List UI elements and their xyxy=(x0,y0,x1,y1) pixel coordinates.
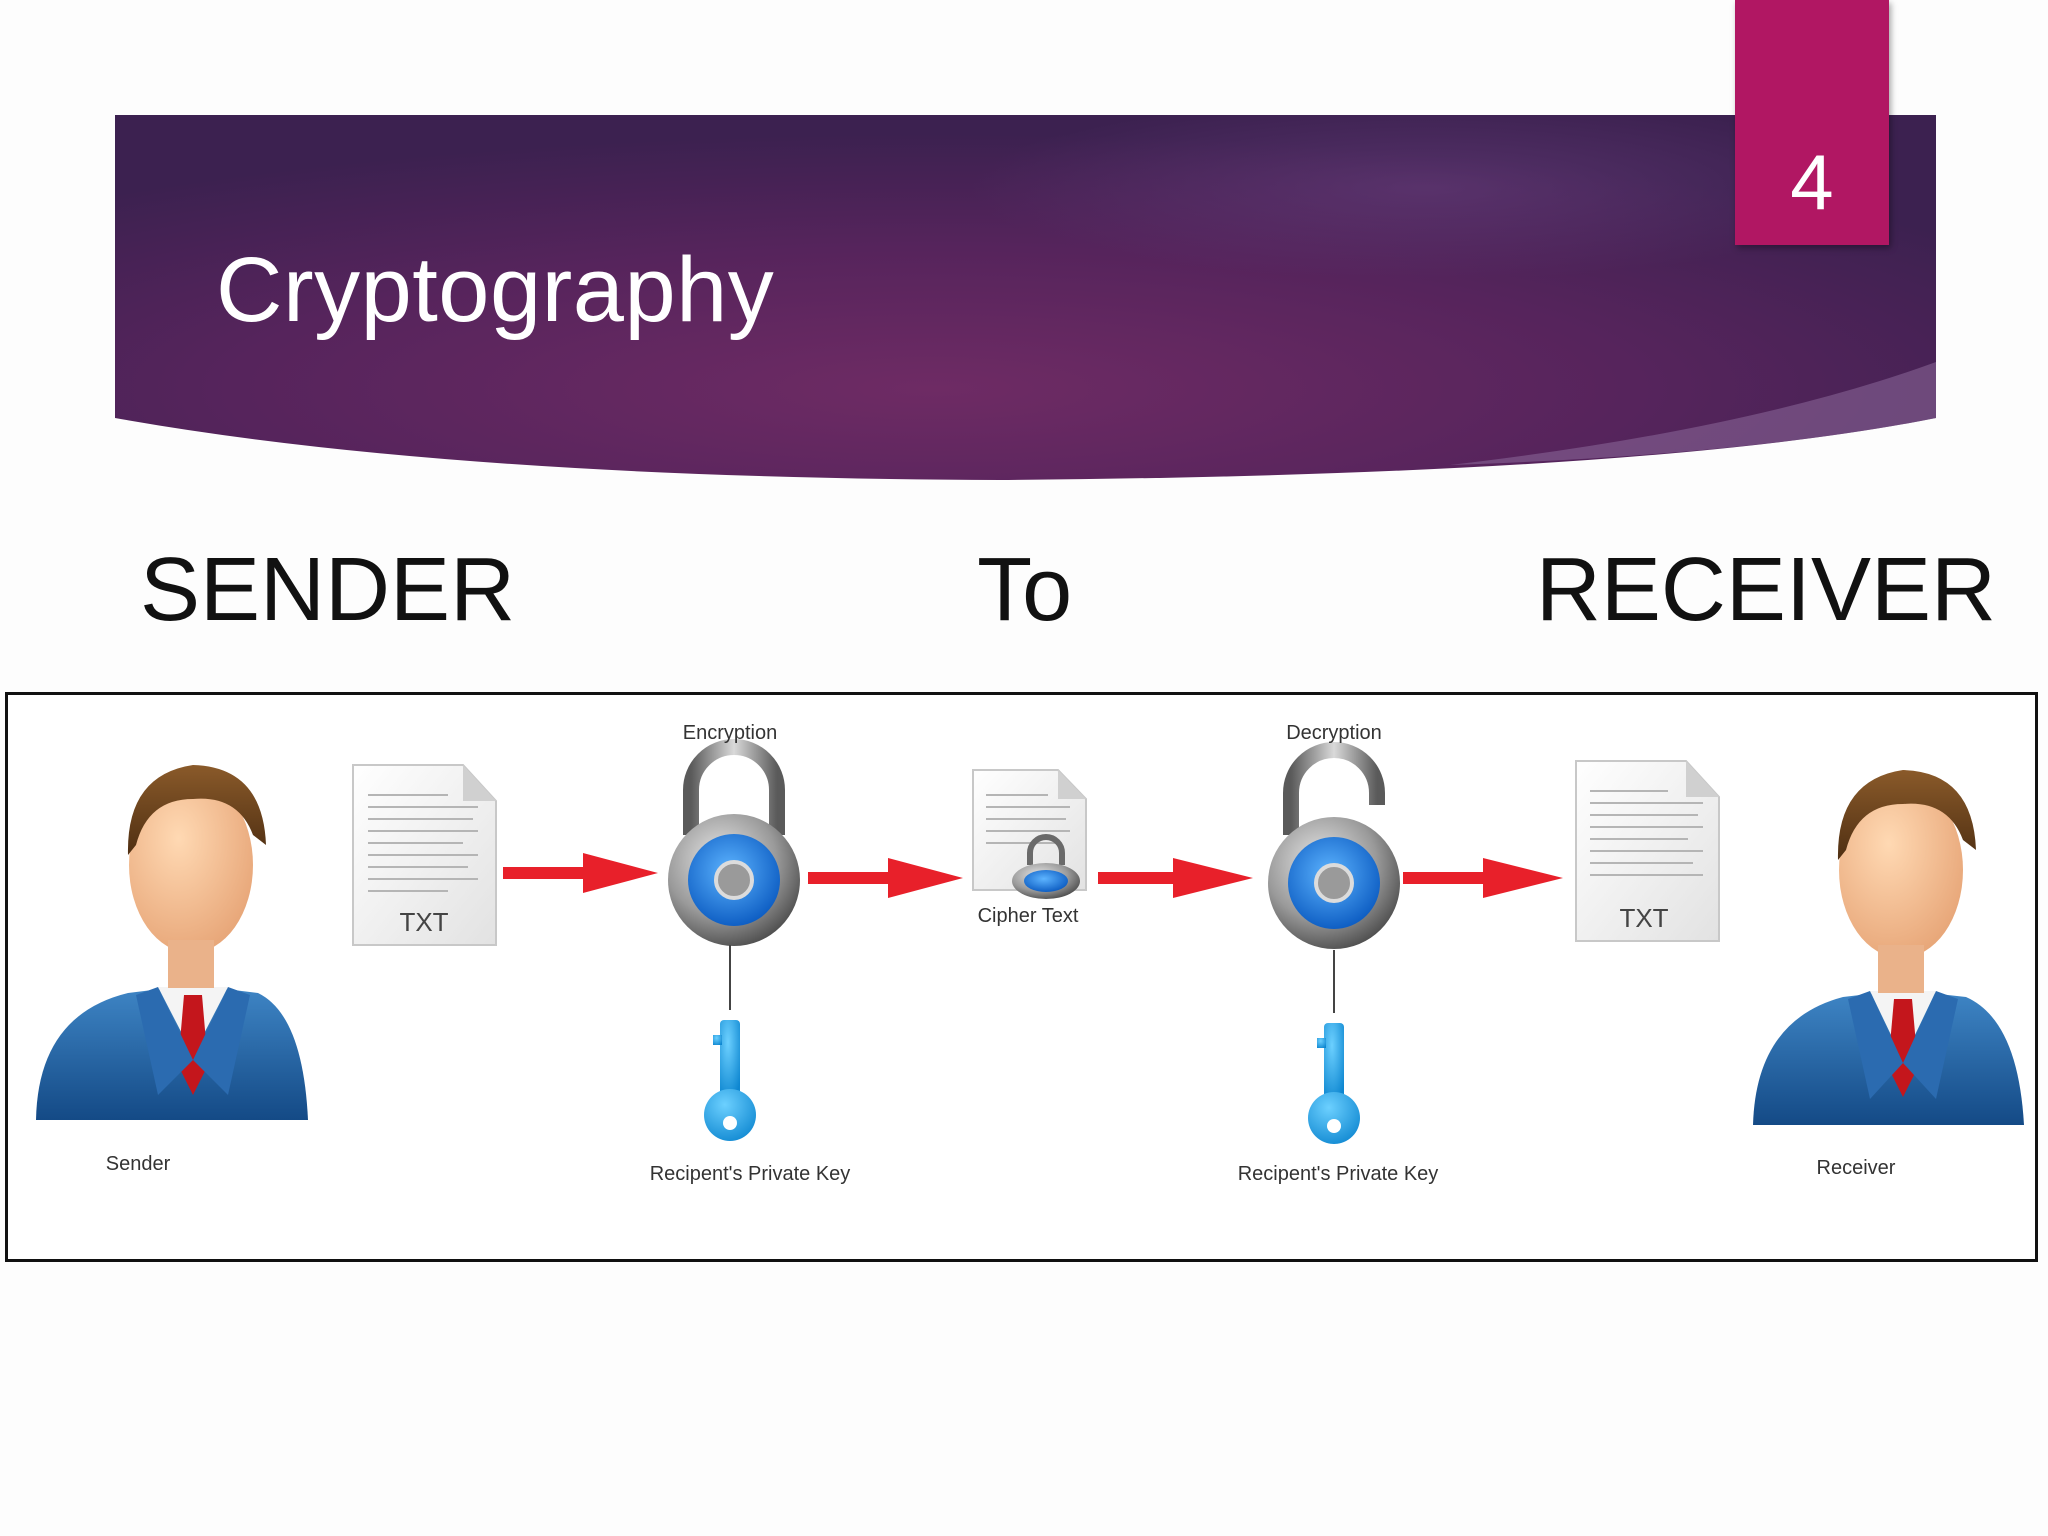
cipher-text-document-icon xyxy=(972,769,1087,899)
slide-title: Cryptography xyxy=(216,239,775,341)
encryption-flow-diagram: TXT TXT Encryption Decryption Cipher Tex… xyxy=(5,692,2038,1262)
arrow-decryption-to-receiver xyxy=(1403,858,1563,898)
decrypt-key-label: Recipent's Private Key xyxy=(1237,1163,1439,1185)
arrow-sender-to-encryption xyxy=(503,853,658,893)
encryption-lock-icon xyxy=(668,739,800,946)
encrypt-key-label: Recipent's Private Key xyxy=(649,1163,851,1185)
receiver-person-icon xyxy=(1753,770,2024,1125)
encryption-key-icon xyxy=(704,1020,756,1141)
decryption-label: Decryption xyxy=(1286,722,1382,744)
decryption-lock-icon xyxy=(1268,742,1400,949)
page-number: 4 xyxy=(1790,138,1834,226)
sender-person-icon xyxy=(36,765,308,1120)
arrow-encryption-to-cipher xyxy=(808,858,963,898)
decryption-key-icon xyxy=(1308,1023,1360,1144)
title-banner xyxy=(115,115,1936,480)
received-doc-label: TXT xyxy=(1619,903,1669,933)
page-number-badge: 4 xyxy=(1735,0,1889,245)
plain-doc-label: TXT xyxy=(399,907,449,937)
arrow-cipher-to-decryption xyxy=(1098,858,1253,898)
sender-label: Sender xyxy=(105,1153,171,1175)
cipher-text-label: Cipher Text xyxy=(977,905,1079,927)
encryption-label: Encryption xyxy=(682,722,778,744)
received-text-document-icon xyxy=(1575,760,1720,942)
plain-text-document-icon xyxy=(352,764,497,946)
receiver-label: Receiver xyxy=(1816,1157,1896,1179)
body-text: SENDER To RECEIVER xyxy=(140,540,1996,640)
